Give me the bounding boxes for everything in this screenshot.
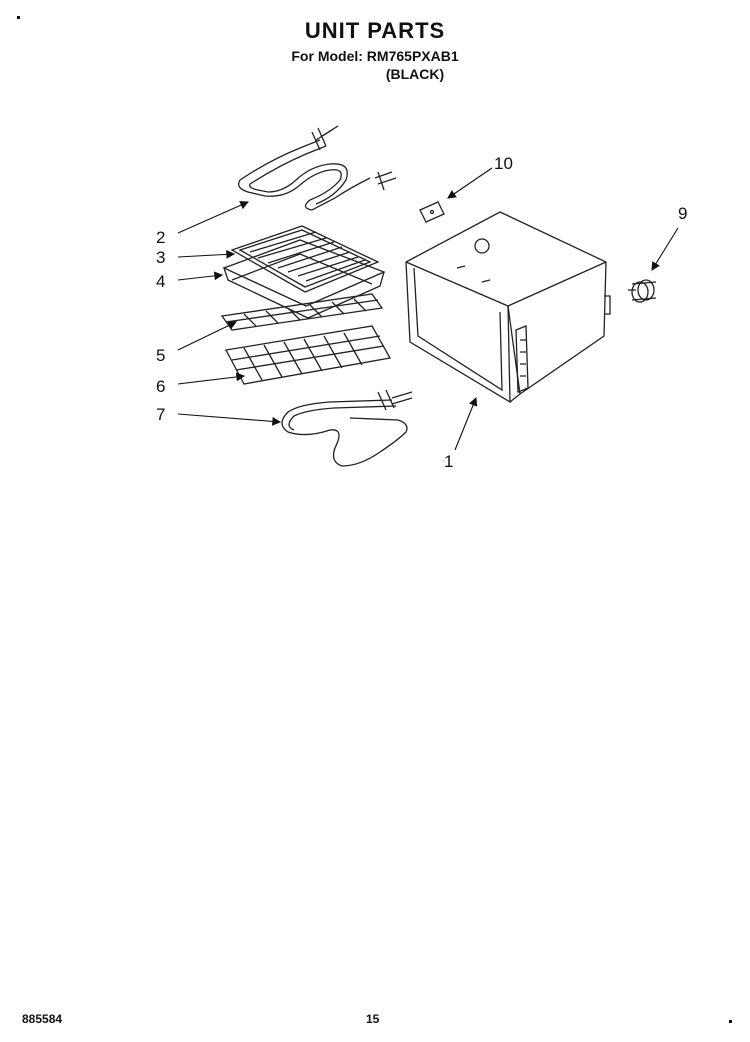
page-number: 15 xyxy=(366,1012,380,1026)
oven-rack-upper-part xyxy=(220,293,384,331)
callout-3: 3 xyxy=(156,248,166,267)
callout-4: 4 xyxy=(156,272,166,291)
leader-line-4 xyxy=(177,271,224,281)
callout-10: 10 xyxy=(494,154,513,173)
leader-line-1 xyxy=(454,396,478,451)
broil-element-part xyxy=(237,125,397,211)
corner-mark xyxy=(729,1020,732,1023)
leader-line-5 xyxy=(177,321,237,351)
callout-1: 1 xyxy=(444,452,454,471)
oven-rack-lower-part xyxy=(225,325,392,385)
document-number: 885584 xyxy=(22,1012,63,1026)
oven-cavity-part xyxy=(405,211,611,404)
page-title: UNIT PARTS xyxy=(304,18,446,43)
lamp-socket-part xyxy=(628,279,657,303)
leader-line-10 xyxy=(447,167,493,199)
broiler-pan-part xyxy=(222,239,386,319)
leader-line-7 xyxy=(177,413,282,426)
bake-element-part xyxy=(281,389,413,467)
callout-2: 2 xyxy=(156,228,166,247)
bracket-part xyxy=(419,201,445,223)
corner-mark xyxy=(17,16,20,19)
color-line: (BLACK) xyxy=(385,66,445,82)
model-line: For Model: RM765PXAB1 xyxy=(291,48,459,64)
leader-line-2 xyxy=(177,201,250,234)
leader-line-6 xyxy=(177,372,246,385)
leader-line-9 xyxy=(651,227,679,271)
callout-7: 7 xyxy=(156,405,166,424)
callout-5: 5 xyxy=(156,346,166,365)
leader-line-3 xyxy=(177,250,236,259)
callout-6: 6 xyxy=(156,377,166,396)
callout-9: 9 xyxy=(678,204,688,223)
